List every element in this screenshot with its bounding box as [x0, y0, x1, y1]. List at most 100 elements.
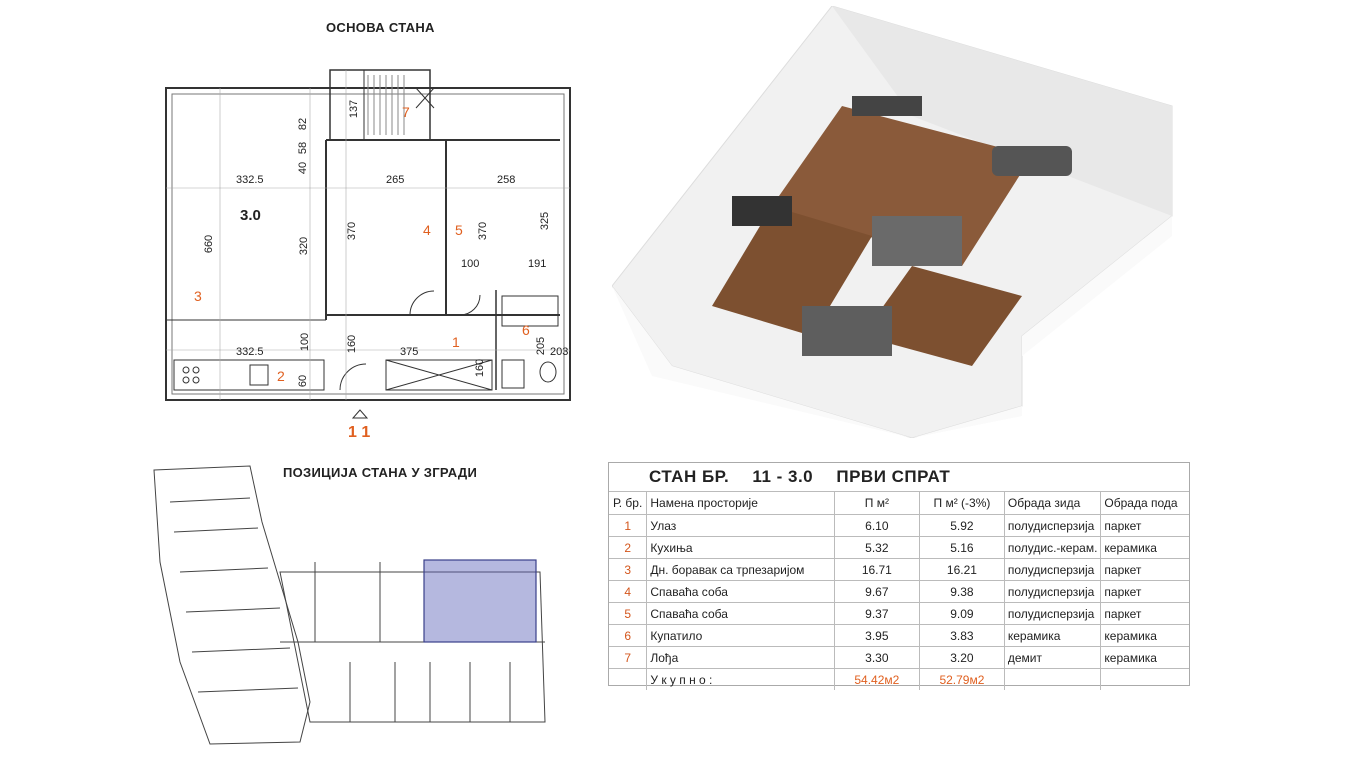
cell-name: Лођа [646, 646, 835, 669]
col-area: П м² [833, 491, 920, 515]
cell-no: 1 [609, 514, 647, 537]
room-number: 2 [277, 368, 285, 384]
plan-title: ОСНОВА СТАНА [326, 20, 435, 35]
cell-no: 5 [609, 602, 647, 625]
room-number: 3 [194, 288, 202, 304]
cell-area-reduced: 9.09 [918, 602, 1005, 625]
col-floor: Обрада пода [1100, 491, 1189, 515]
dim-label: 375 [400, 346, 419, 358]
dim-label: 370 [346, 221, 359, 241]
cell-no: 4 [609, 580, 647, 603]
table-header-row: Р. бр. Намена просторије П м² П м² (-3%)… [609, 491, 1189, 515]
room-table: СТАН БР. 11 - 3.0 ПРВИ СПРАТ Р. бр. Наме… [608, 462, 1190, 690]
cell-area: 9.37 [833, 602, 920, 625]
entrance-label: 1 1 [348, 424, 371, 441]
cell-wall: демит [1003, 646, 1101, 669]
cell-area-reduced: 3.20 [918, 646, 1005, 669]
cell-floor: керамика [1100, 646, 1189, 669]
dim-label: 332.5 [236, 174, 264, 186]
cell-floor: керамика [1100, 536, 1189, 559]
room-number: 6 [522, 322, 530, 338]
cell-name: Улаз [646, 514, 835, 537]
cell-wall: полудисперзија [1003, 514, 1101, 537]
apartment-3d-render [612, 6, 1173, 438]
cell-floor: паркет [1100, 558, 1189, 581]
apartment-number: 11 - 3.0 [752, 467, 814, 486]
cell-area: 16.71 [833, 558, 920, 581]
table-row: 1 Улаз 6.10 5.92 полудисперзија паркет [609, 514, 1189, 537]
total-row: У к у п н о : 54.42м2 52.79м2 [609, 668, 1189, 690]
building-position-plan [153, 465, 546, 745]
dim-label: 100 [299, 332, 312, 352]
dim-label: 137 [348, 99, 361, 119]
total-area-reduced: 52.79м2 [918, 668, 1005, 690]
room-number: 5 [455, 222, 463, 238]
cell-area: 6.10 [833, 514, 920, 537]
dim-label: 660 [203, 234, 216, 254]
total-area: 54.42м2 [833, 668, 920, 690]
col-name: Намена просторије [646, 491, 835, 515]
dim-label: 191 [528, 258, 547, 270]
floor-label: ПРВИ СПРАТ [836, 467, 951, 486]
dim-label: 325 [539, 211, 552, 231]
cell-area-reduced: 9.38 [918, 580, 1005, 603]
room-number: 1 [452, 334, 460, 350]
dim-label: 40 [297, 161, 310, 175]
cell-area-reduced: 5.16 [918, 536, 1005, 559]
col-wall: Обрада зида [1003, 491, 1101, 515]
room-number: 7 [402, 104, 410, 120]
table-row: 3 Дн. боравак са трпезаријом 16.71 16.21… [609, 558, 1189, 581]
cell-name: Кухиња [646, 536, 835, 559]
apartment-no-label: СТАН БР. [649, 467, 730, 486]
dim-label: 258 [497, 174, 516, 186]
cell-floor: паркет [1100, 580, 1189, 603]
dim-label: 60 [297, 374, 310, 388]
rooms-table: Р. бр. Намена просторије П м² П м² (-3%)… [609, 491, 1189, 690]
cell-name: Спаваћа соба [646, 602, 835, 625]
cell-no: 6 [609, 624, 647, 647]
dim-label: 370 [477, 221, 490, 241]
dim-label: 160 [346, 334, 359, 354]
cell-area-reduced: 16.21 [918, 558, 1005, 581]
cell-area-reduced: 3.83 [918, 624, 1005, 647]
dim-label: 205 [535, 336, 548, 356]
col-no: Р. бр. [609, 491, 647, 515]
cell-floor: паркет [1100, 602, 1189, 625]
table-row: 7 Лођа 3.30 3.20 демит керамика [609, 646, 1189, 669]
dim-label: 332.5 [236, 346, 264, 358]
table-row: 5 Спаваћа соба 9.37 9.09 полудисперзија … [609, 602, 1189, 625]
cell-area: 9.67 [833, 580, 920, 603]
dim-label: 203 [550, 346, 569, 358]
cell-wall: полудисперзија [1003, 558, 1101, 581]
dim-label: 265 [386, 174, 405, 186]
cell-floor: паркет [1100, 514, 1189, 537]
cell-area: 3.30 [833, 646, 920, 669]
cell-floor: керамика [1100, 624, 1189, 647]
table-header: СТАН БР. 11 - 3.0 ПРВИ СПРАТ [649, 467, 968, 487]
cell-area-reduced: 5.92 [918, 514, 1005, 537]
floor-plan-drawing [165, 69, 571, 419]
dim-label: 100 [461, 258, 480, 270]
table-row: 6 Купатило 3.95 3.83 керамика керамика [609, 624, 1189, 647]
table-row: 2 Кухиња 5.32 5.16 полудис.-керам. керам… [609, 536, 1189, 559]
cell-name: Купатило [646, 624, 835, 647]
dim-label: 160 [474, 358, 487, 378]
dim-label: 320 [298, 236, 311, 256]
cell-name: Дн. боравак са трпезаријом [646, 558, 835, 581]
cell-no: 2 [609, 536, 647, 559]
room-number: 4 [423, 222, 431, 238]
cell-no: 3 [609, 558, 647, 581]
cell-name: Спаваћа соба [646, 580, 835, 603]
dim-label: 82 [297, 117, 310, 131]
col-area-reduced: П м² (-3%) [918, 491, 1005, 515]
table-row: 4 Спаваћа соба 9.67 9.38 полудисперзија … [609, 580, 1189, 603]
cell-no: 7 [609, 646, 647, 669]
apartment-label: 3.0 [240, 207, 261, 224]
cell-area: 3.95 [833, 624, 920, 647]
cell-wall: полудис.-керам. [1003, 536, 1101, 559]
cell-wall: полудисперзија [1003, 602, 1101, 625]
cell-wall: полудисперзија [1003, 580, 1101, 603]
position-title: ПОЗИЦИЈА СТАНА У ЗГРАДИ [283, 465, 478, 480]
cell-wall: керамика [1003, 624, 1101, 647]
dim-label: 58 [297, 141, 310, 155]
